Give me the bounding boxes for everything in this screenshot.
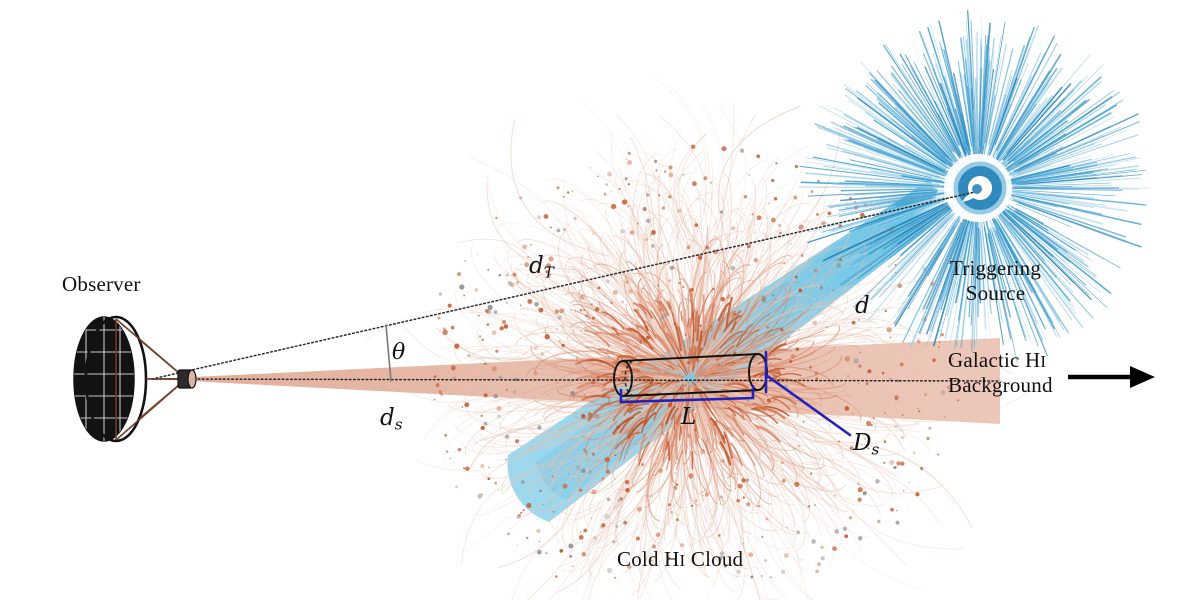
annotation-ds-symbol: d	[380, 405, 395, 431]
annotation-ds: ds	[380, 405, 403, 434]
annotation-Ds-symbol: D	[853, 430, 872, 456]
cold-hi-cloud	[366, 77, 1039, 600]
feed-horn	[177, 369, 197, 389]
length-bracket-L	[619, 384, 755, 404]
observer-dish	[73, 315, 197, 443]
annotation-d: d	[855, 293, 870, 319]
annotation-L: L	[681, 404, 697, 430]
annotation-dT: dT	[529, 253, 554, 282]
annotation-dT-sub: T	[543, 263, 554, 282]
galactic-bg-text-b: I	[1040, 352, 1047, 371]
triggering-source-line1: Triggering	[950, 256, 1042, 280]
cloud-text-a: Cold H	[617, 547, 680, 571]
cloud-speckles	[433, 144, 960, 579]
sightlines	[151, 191, 1001, 382]
annotation-Ds-sub: s	[871, 440, 880, 459]
galactic-bg-text-a: Galactic H	[948, 348, 1041, 372]
theta-tick	[385, 324, 392, 382]
annotation-theta: θ	[392, 340, 406, 365]
sightline-dT	[151, 191, 976, 380]
annotation-ds-sub: s	[394, 415, 403, 434]
annotation-Ds: Ds	[853, 430, 879, 459]
cloud-text-b: I	[679, 551, 686, 570]
annotation-dT-symbol: d	[529, 253, 544, 279]
cold-hi-cloud-label: Cold HI Cloud	[617, 547, 743, 572]
galactic-bg-line2: Background	[948, 372, 1053, 397]
galactic-background-arrow	[1068, 366, 1155, 388]
observer-label: Observer	[62, 272, 141, 296]
triggering-source-burst	[798, 9, 1150, 363]
diameter-indicator-Ds	[764, 350, 852, 437]
cloud-cylinder	[613, 353, 768, 397]
cloud-text-c: Cloud	[685, 547, 744, 571]
sightline-ds	[151, 378, 1001, 382]
triggering-source-line2: Source	[965, 280, 1026, 305]
